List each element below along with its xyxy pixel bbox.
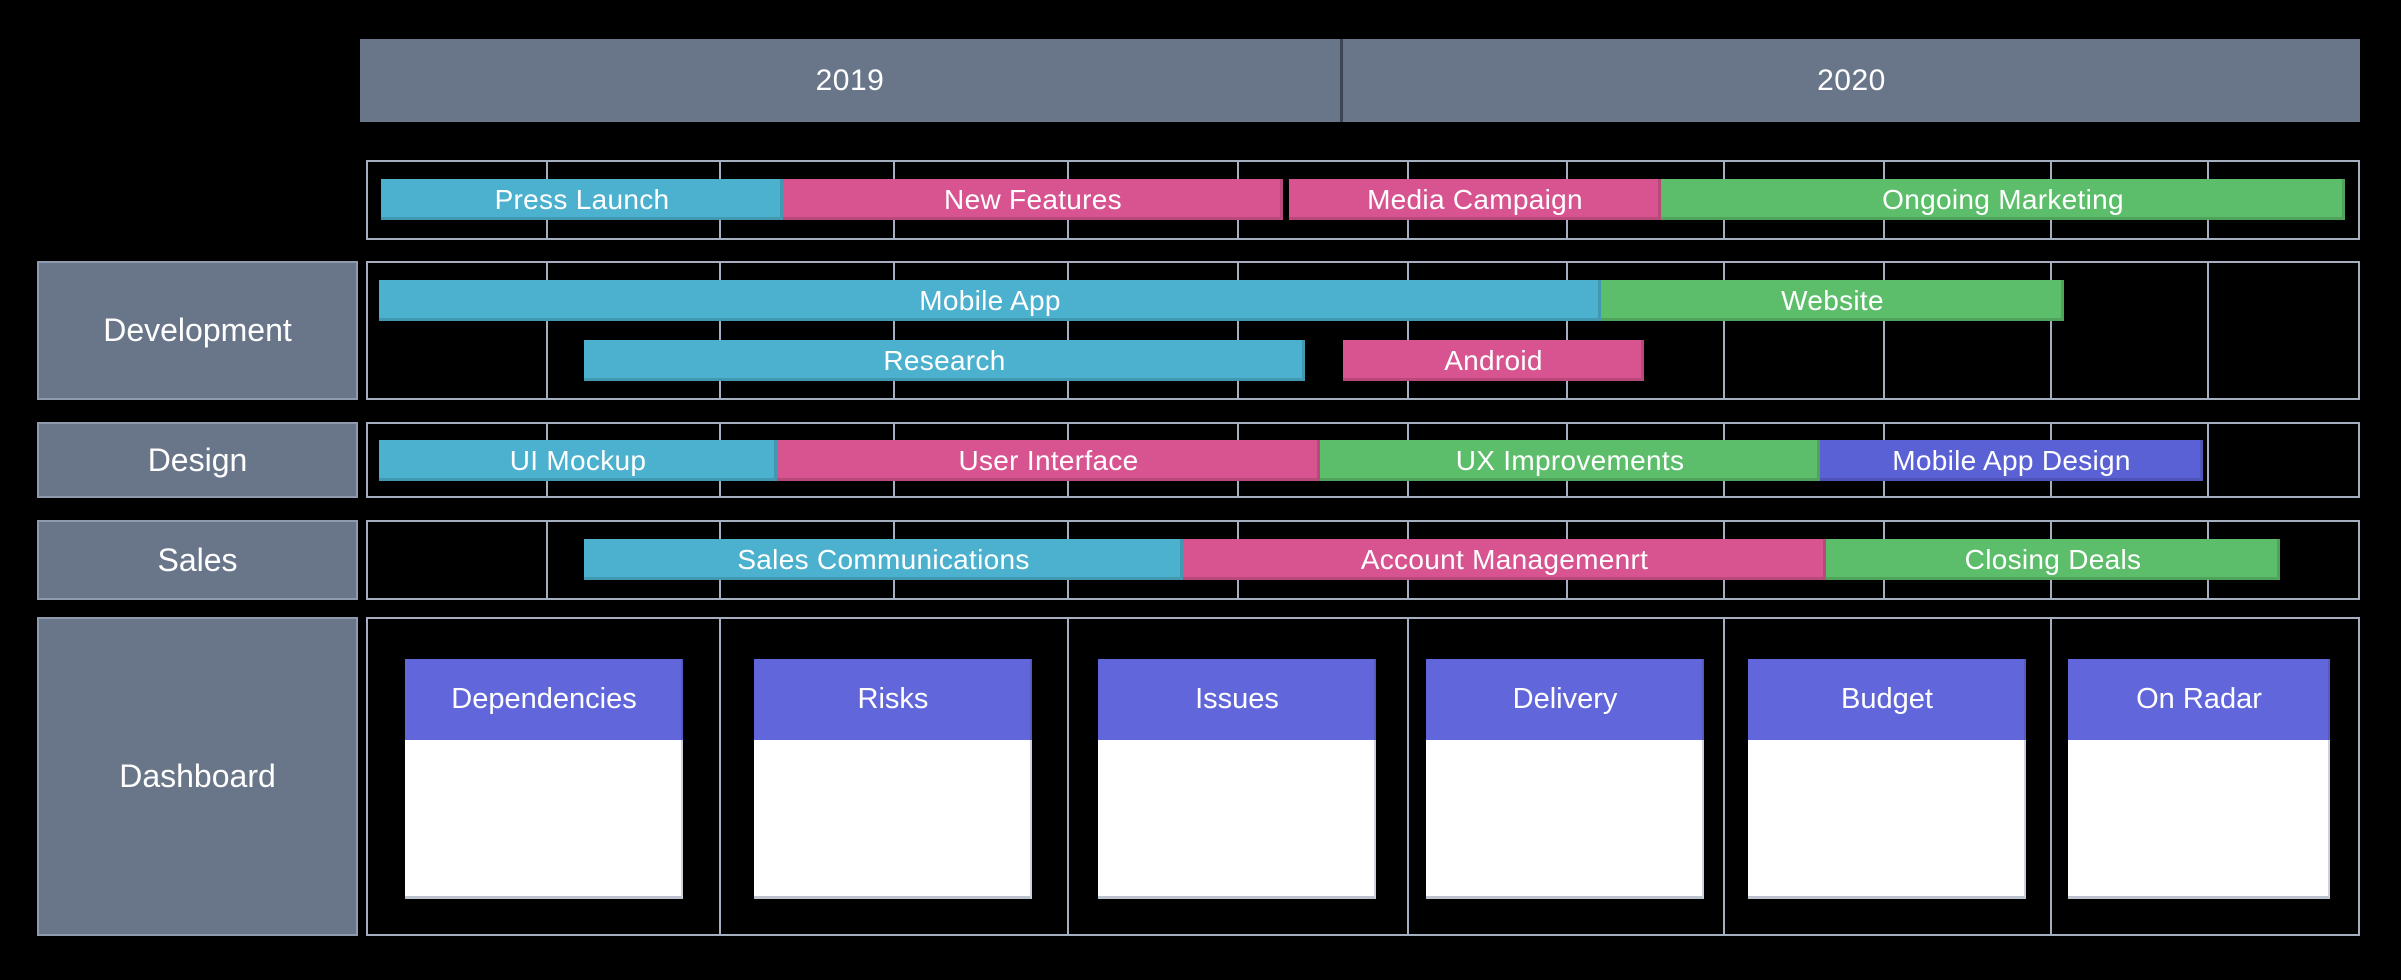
dashboard-card-budget[interactable]: Budget <box>1748 659 2026 899</box>
grid-line <box>2207 424 2209 496</box>
dashboard-card-dependencies[interactable]: Dependencies <box>405 659 683 899</box>
card-title-delivery: Delivery <box>1426 659 1704 740</box>
grid-line <box>2207 263 2209 398</box>
card-body-issues <box>1098 740 1376 899</box>
grid-line <box>1407 263 1409 398</box>
grid-line <box>719 619 721 934</box>
bar-ongoing-marketing[interactable]: Ongoing Marketing <box>1661 179 2345 220</box>
section-label-development[interactable]: Development <box>37 261 358 400</box>
card-title-risks: Risks <box>754 659 1032 740</box>
dashboard-card-risks[interactable]: Risks <box>754 659 1032 899</box>
year-2019-cell: 2019 <box>360 39 1340 122</box>
grid-line <box>1067 263 1069 398</box>
bar-website[interactable]: Website <box>1601 280 2064 321</box>
card-title-budget: Budget <box>1748 659 2026 740</box>
bar-android[interactable]: Android <box>1343 340 1644 381</box>
bar-closing-deals[interactable]: Closing Deals <box>1826 539 2280 580</box>
grid-line <box>2050 619 2052 934</box>
timeline-year-header: 2019 2020 <box>360 39 2360 122</box>
grid-line <box>1237 263 1239 398</box>
grid-line <box>1883 263 1885 398</box>
dashboard-card-issues[interactable]: Issues <box>1098 659 1376 899</box>
grid-line <box>546 522 548 598</box>
bar-sales-communications[interactable]: Sales Communications <box>584 539 1183 580</box>
sales-band: Sales Communications Account Managemenrt… <box>366 520 2360 600</box>
development-band: Mobile App Website Research Android <box>366 261 2360 400</box>
grid-line <box>1723 619 1725 934</box>
marketing-timeline-band: Press Launch New Features Media Campaign… <box>366 160 2360 240</box>
bar-research[interactable]: Research <box>584 340 1305 381</box>
bar-mobile-app[interactable]: Mobile App <box>379 280 1601 321</box>
grid-line <box>1723 263 1725 398</box>
bar-media-campaign[interactable]: Media Campaign <box>1289 179 1661 220</box>
card-body-dependencies <box>405 740 683 899</box>
card-body-delivery <box>1426 740 1704 899</box>
card-body-budget <box>1748 740 2026 899</box>
grid-line <box>546 263 548 398</box>
card-body-on-radar <box>2068 740 2330 899</box>
design-band: UI Mockup User Interface UX Improvements… <box>366 422 2360 498</box>
dashboard-band: Dependencies Risks Issues Delivery Budge… <box>366 617 2360 936</box>
grid-line <box>1407 619 1409 934</box>
bar-ui-mockup[interactable]: UI Mockup <box>379 440 777 481</box>
grid-line <box>2050 263 2052 398</box>
section-label-design[interactable]: Design <box>37 422 358 498</box>
card-title-on-radar: On Radar <box>2068 659 2330 740</box>
bar-press-launch[interactable]: Press Launch <box>381 179 783 220</box>
bar-ux-improvements[interactable]: UX Improvements <box>1320 440 1820 481</box>
bar-user-interface[interactable]: User Interface <box>777 440 1320 481</box>
grid-line <box>1566 263 1568 398</box>
dashboard-card-delivery[interactable]: Delivery <box>1426 659 1704 899</box>
dashboard-card-on-radar[interactable]: On Radar <box>2068 659 2330 899</box>
section-label-dashboard[interactable]: Dashboard <box>37 617 358 936</box>
grid-line <box>1067 619 1069 934</box>
bar-mobile-app-design[interactable]: Mobile App Design <box>1820 440 2203 481</box>
bar-account-management[interactable]: Account Managemenrt <box>1183 539 1826 580</box>
grid-line <box>893 263 895 398</box>
card-title-issues: Issues <box>1098 659 1376 740</box>
card-body-risks <box>754 740 1032 899</box>
year-2020-cell: 2020 <box>1340 39 2360 122</box>
bar-new-features[interactable]: New Features <box>783 179 1283 220</box>
card-title-dependencies: Dependencies <box>405 659 683 740</box>
section-label-sales[interactable]: Sales <box>37 520 358 600</box>
grid-line <box>719 263 721 398</box>
